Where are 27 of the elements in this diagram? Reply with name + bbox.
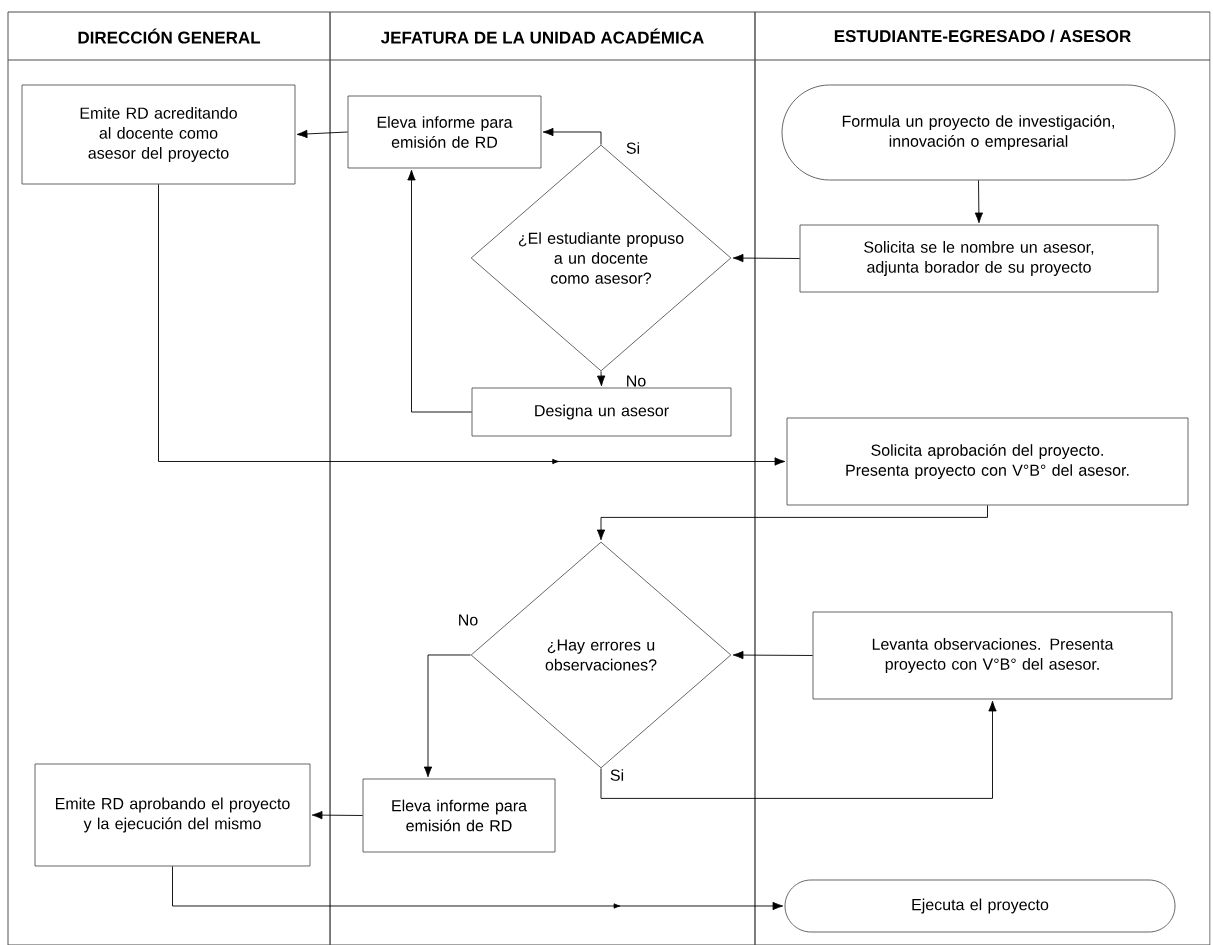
- arrow: [407, 169, 473, 413]
- edge-label: No: [459, 614, 478, 626]
- arrow: [596, 370, 606, 387]
- process-box: Eleva informe para emisión de RD: [347, 95, 542, 169]
- edge-label: No: [627, 375, 646, 387]
- terminator-box: Formula un proyecto de investigación, innovación o empresarial: [781, 84, 1176, 181]
- process-box: Solicita aprobación del proyecto. Presenta proyecto con V°B° del asesor.: [786, 417, 1189, 506]
- arrow: [974, 179, 984, 224]
- edge-label: Si: [626, 142, 640, 154]
- process-box: Solicita se le nombre un asesor, adjunta borador de su proyecto: [799, 224, 1159, 293]
- process-box: Levanta observaciones. Presenta proyecto con V°B° del asesor.: [812, 611, 1173, 700]
- arrow: [596, 504, 988, 541]
- arrow: [732, 253, 801, 263]
- process-box: Designa un asesor: [471, 387, 732, 437]
- arrow: [172, 865, 784, 911]
- arrow: [732, 650, 814, 660]
- process-box: Eleva informe para emisión de RD: [362, 778, 556, 853]
- edge-label: Si: [610, 769, 624, 781]
- arrow: [542, 127, 602, 146]
- process-box: Emite RD aprobando el proyecto y la ejecución del mismo: [34, 763, 311, 867]
- arrow: [296, 129, 349, 139]
- arrow: [423, 654, 472, 778]
- arrow: [600, 700, 997, 799]
- process-box: Emite RD acreditando al docente como asesor del proyecto: [21, 84, 296, 185]
- terminator-box: Ejecuta el proyecto: [784, 879, 1176, 933]
- arrow: [158, 183, 786, 466]
- arrow: [311, 810, 364, 820]
